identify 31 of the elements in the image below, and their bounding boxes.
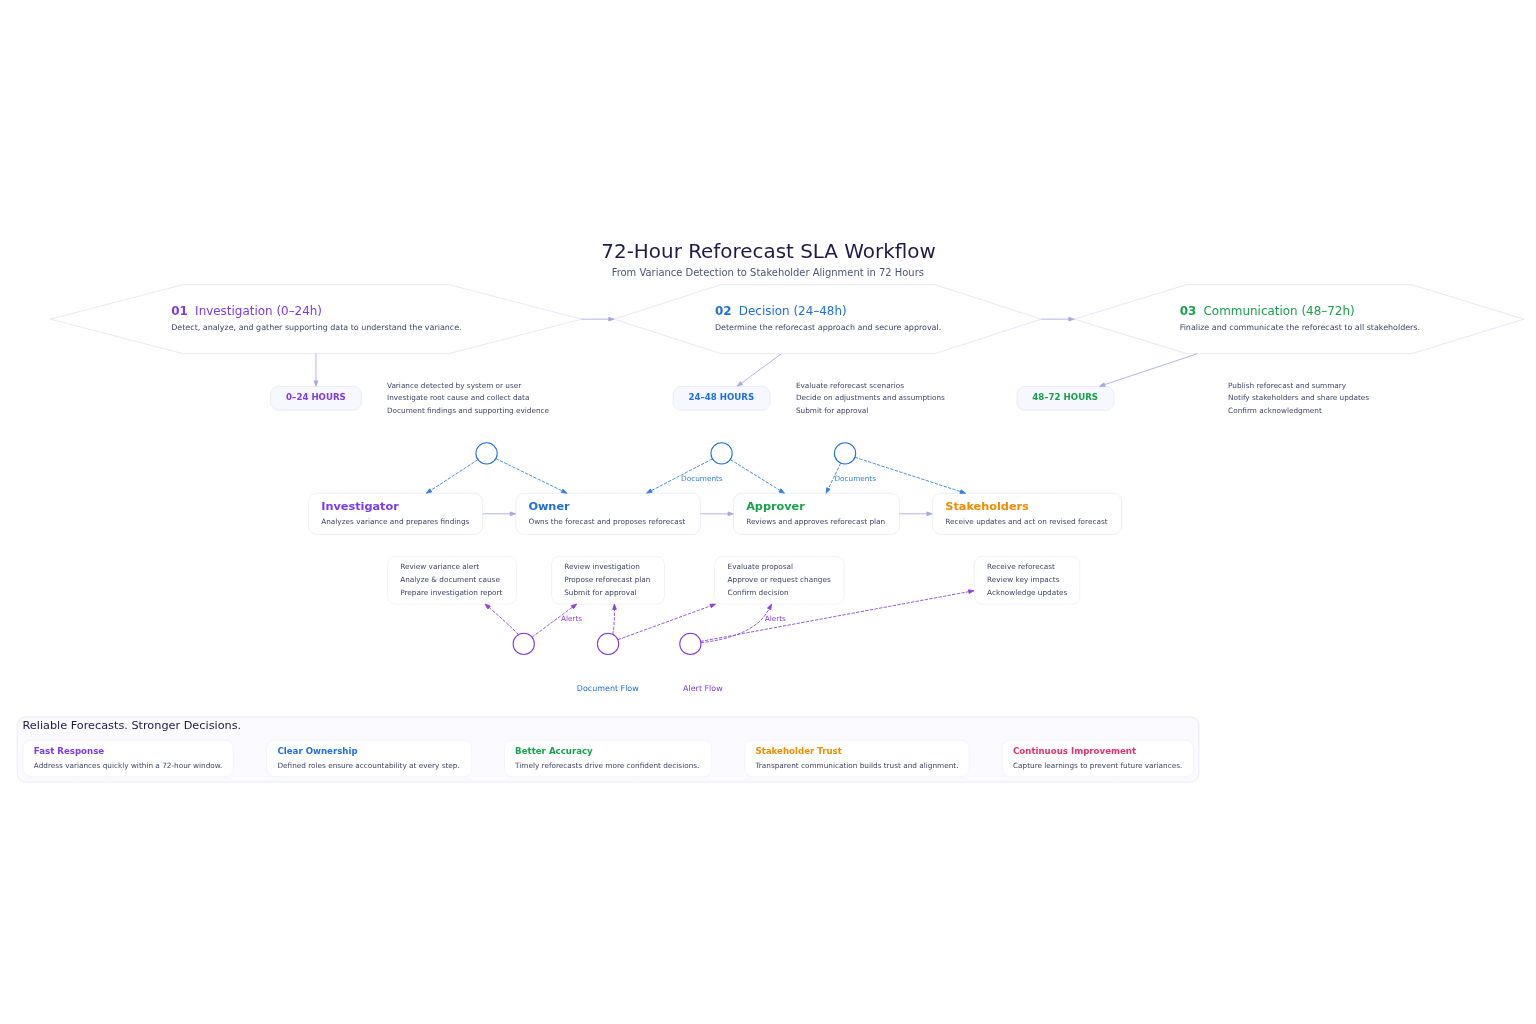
arrow bbox=[612, 603, 617, 635]
arrow bbox=[425, 459, 479, 494]
arrow bbox=[729, 459, 785, 494]
arrow bbox=[825, 462, 842, 494]
node-circle bbox=[679, 632, 702, 656]
diagram-title: 72-Hour Reforecast SLA Workflow bbox=[601, 239, 936, 263]
arrow bbox=[854, 456, 966, 494]
arrow bbox=[1099, 353, 1198, 387]
arrow bbox=[646, 458, 713, 494]
arrow bbox=[484, 603, 519, 636]
node-circle bbox=[475, 442, 498, 465]
node-circle bbox=[710, 442, 733, 465]
node-circle bbox=[596, 632, 620, 656]
arrow bbox=[313, 353, 319, 387]
caption: From Variance Detection to Stakeholder Alignment in 72 Hours bbox=[611, 266, 924, 278]
arrow bbox=[736, 353, 782, 387]
node-box: 24–48 HOURS bbox=[672, 386, 771, 411]
node-circle bbox=[512, 632, 535, 656]
arrow bbox=[617, 603, 716, 641]
arrow bbox=[581, 316, 615, 322]
arrow bbox=[495, 458, 568, 494]
node-box: 48–72 HOURS bbox=[1016, 386, 1115, 411]
arrow bbox=[482, 511, 516, 517]
arrow bbox=[700, 603, 772, 644]
arrow bbox=[899, 511, 933, 517]
arrow bbox=[1040, 316, 1075, 322]
arrow bbox=[700, 589, 975, 642]
arrow bbox=[700, 511, 734, 517]
node-box: 0–24 HOURS bbox=[270, 386, 362, 411]
arrow bbox=[531, 603, 578, 638]
node-circle bbox=[833, 442, 857, 465]
